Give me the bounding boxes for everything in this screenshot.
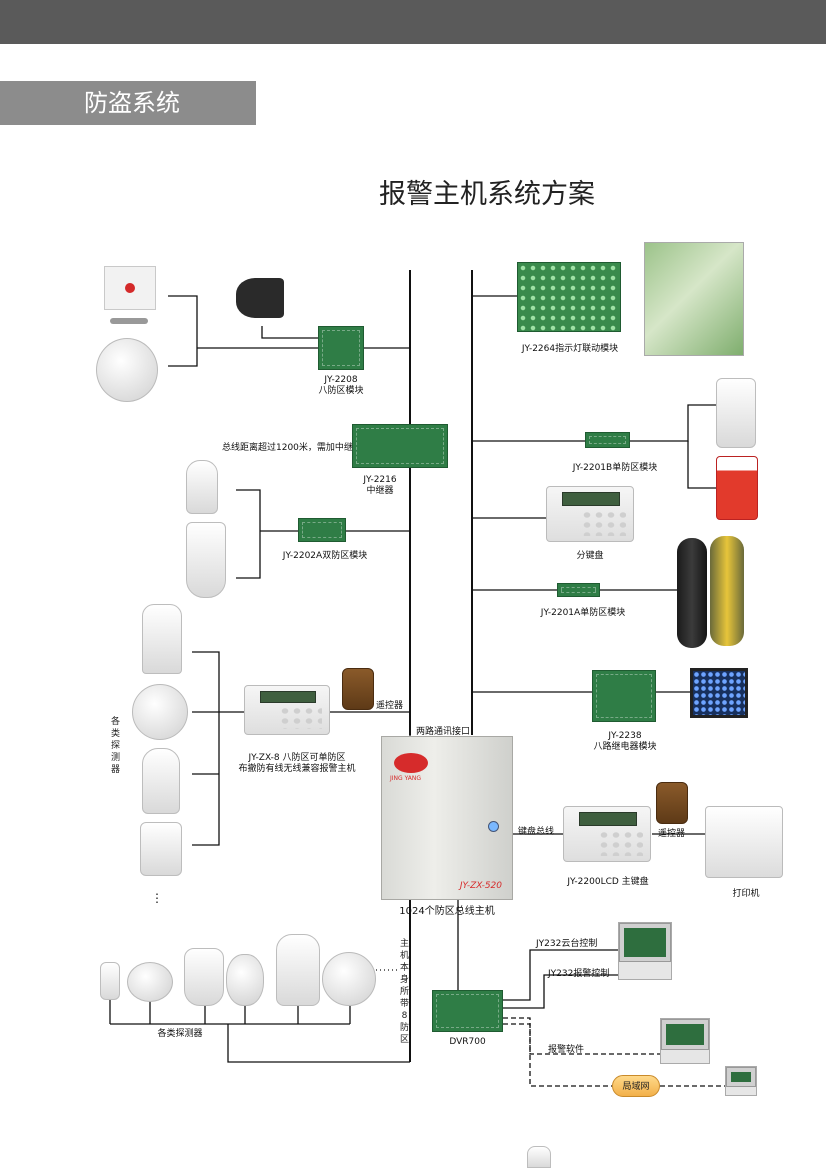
jy2216-label: JY-2216: [363, 475, 397, 485]
bottom-door-contact: [100, 962, 120, 1000]
detectors-vertical-label: 各类探测器: [110, 717, 120, 775]
jy2201b-label: JY-2201B单防区模块: [572, 463, 658, 473]
jy2208-label: JY-2208: [324, 375, 358, 385]
lan-pc: [725, 1066, 757, 1096]
dvr700-label: DVR700: [449, 1037, 486, 1047]
remote-control-1: [342, 668, 374, 710]
jy2264-module: [517, 262, 621, 332]
bottom-glass-break-detector: [226, 954, 264, 1006]
jy2216-repeater: [352, 424, 448, 468]
dvr700-board: [432, 990, 503, 1032]
reset-key: [110, 318, 148, 324]
host-brand: JING YANG: [390, 775, 422, 782]
jy2238-label: JY-2238: [608, 731, 642, 741]
host-caption: 1024个防区总线主机: [399, 906, 495, 917]
gas-detector: [140, 822, 182, 876]
jy232-alarm-label: JY232报警控制: [548, 969, 610, 979]
control-pc: [618, 922, 672, 980]
bottom-detectors-label: 各类探测器: [157, 1029, 203, 1039]
jy232-ptz-label: JY232云台控制: [536, 939, 598, 949]
bottom-edge-device: [527, 1146, 551, 1168]
host-logo: [394, 753, 428, 773]
lan-badge: 局域网: [612, 1075, 660, 1097]
pir-detector-small: [186, 460, 218, 514]
keypad-bus-label: 键盘总线: [518, 827, 555, 837]
sub-keypad-label: 分键盘: [576, 551, 604, 561]
host-model: JY-ZX-520: [459, 881, 502, 891]
top-bar: [0, 0, 826, 44]
glass-break-detector: [142, 748, 180, 814]
bottom-ceiling-detector: [127, 962, 173, 1002]
ceiling-detector: [132, 684, 188, 740]
smoke-detector: [96, 338, 158, 402]
ir-illuminator: [690, 668, 748, 718]
strobe-siren: [716, 456, 758, 520]
remote2-label: 遥控器: [658, 829, 686, 839]
dual-tech-detector: [142, 604, 182, 674]
alarm-software-pc: [660, 1018, 710, 1064]
jyzx8-label-1: JY-ZX-8 八防区可单防区: [248, 753, 346, 763]
jy2201a-label: JY-2201A单防区模块: [540, 608, 626, 618]
jy2202a-module: [298, 518, 346, 542]
residential-map-image: [644, 242, 744, 356]
bottom-smoke-detector: [322, 952, 376, 1006]
diagram-title: 报警主机系统方案: [0, 172, 826, 211]
jy2208-module: [318, 326, 364, 370]
jy2208-desc: 八防区模块: [318, 386, 364, 396]
panic-button: [104, 266, 156, 310]
printer-label: 打印机: [732, 889, 760, 899]
jy2200lcd-keypad: [563, 806, 651, 862]
remote-control-2: [656, 782, 688, 824]
jy2238-module: [592, 670, 656, 722]
two-way-port-label: 两路通讯接口: [415, 727, 470, 737]
bottom-pir-detector: [184, 948, 224, 1006]
jyzx8-host: [244, 685, 330, 735]
beam-detector-black: [677, 538, 707, 648]
siren-speaker: [236, 278, 284, 318]
jy2201a-module: [557, 583, 600, 597]
diagram-title-text: 报警主机系统方案: [379, 179, 595, 210]
pir-detector-large: [186, 522, 226, 598]
alarm-software-label: 报警软件: [548, 1045, 585, 1055]
bottom-dual-tech-detector: [276, 934, 320, 1006]
jy2202a-label: JY-2202A双防区模块: [282, 551, 368, 561]
repeater-note: 总线距离超过1200米，需加中继器: [222, 443, 362, 453]
more-detectors-ellipsis: ⋮: [151, 891, 163, 905]
host-led: [488, 821, 499, 832]
jy2201b-module: [585, 432, 630, 448]
jyzx8-label-2: 布撤防有线无线兼容报警主机: [238, 764, 356, 774]
remote1-label: 遥控器: [376, 701, 404, 711]
beam-detector-open: [710, 536, 744, 646]
jyzx520-host: JING YANG JY-ZX-520: [381, 736, 513, 900]
jy2238-desc: 八路继电器模块: [593, 742, 657, 752]
jy2200lcd-label: JY-2200LCD 主键盘: [567, 877, 649, 887]
jy2216-desc: 中继器: [366, 486, 394, 496]
sub-keypad: [546, 486, 634, 542]
jy2264-label: JY-2264指示灯联动模块: [521, 344, 619, 354]
curtain-pir-detector: [716, 378, 756, 448]
host-8zones-label: 主机本身所带8防区: [399, 939, 409, 1045]
section-title: 防盗系统: [0, 81, 256, 125]
printer: [705, 806, 783, 878]
